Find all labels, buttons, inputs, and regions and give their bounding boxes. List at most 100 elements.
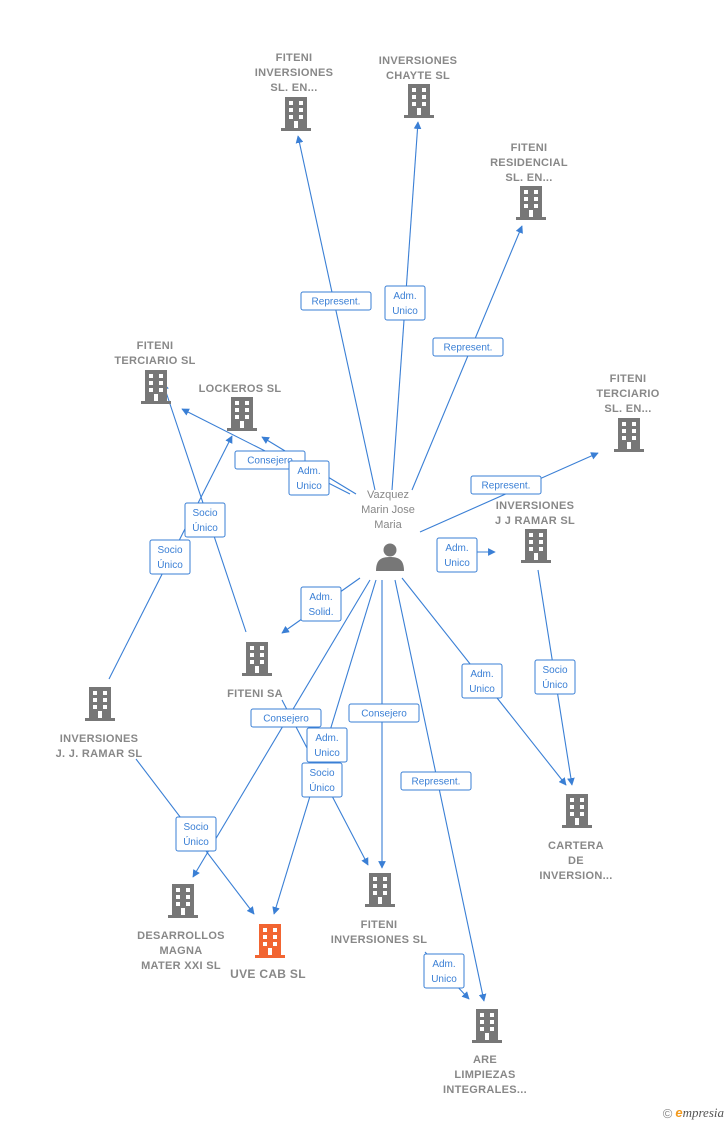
edge-label-text: Represent. (444, 343, 493, 354)
edge-label-text: Unico (444, 558, 470, 569)
person-label: Marin Jose (361, 504, 415, 516)
edge-label-text: Socio (542, 665, 567, 676)
edge-label-text: Único (157, 558, 183, 571)
company-label: TERCIARIO SL (114, 355, 195, 367)
edge-label-text: Único (192, 521, 218, 534)
edge-label-text: Consejero (361, 709, 407, 720)
company-label: SL. EN... (604, 403, 651, 415)
company-label: INVERSIONES SL (331, 934, 428, 946)
building-icon (227, 397, 257, 431)
company-label: CHAYTE SL (386, 70, 450, 82)
building-icon (614, 418, 644, 452)
company-node-lockeros[interactable]: LOCKEROS SL (199, 383, 282, 431)
edge-label[interactable]: Adm.Unico (384, 285, 426, 321)
edge (411, 225, 523, 491)
edge-label-text: Socio (157, 545, 182, 556)
edge (192, 579, 371, 878)
company-node-uve-cab[interactable]: UVE CAB SL (230, 924, 306, 981)
edge-label-text: Adm. (297, 466, 320, 477)
edge-label[interactable]: Represent. (432, 337, 504, 357)
edge-label-text: Represent. (312, 297, 361, 308)
edge-label[interactable]: Consejero (234, 450, 306, 470)
building-icon (281, 97, 311, 131)
edge-label-text: Socio (183, 822, 208, 833)
edge-label[interactable]: Adm. Unico (436, 537, 478, 573)
company-label: INVERSIONES (255, 67, 334, 79)
edge-label-text: Unico (296, 481, 322, 492)
building-icon (516, 186, 546, 220)
edge-label-text: Único (309, 781, 335, 794)
company-node-are-limpiezas[interactable]: ARELIMPIEZASINTEGRALES... (443, 1009, 527, 1096)
edge-label-text: Socio (192, 508, 217, 519)
edge (295, 135, 376, 491)
edge-label-text: Consejero (247, 456, 293, 467)
footer: © empresia (663, 1105, 724, 1121)
edge-label-text: Adm. (470, 669, 493, 680)
company-label: LOCKEROS SL (199, 383, 282, 395)
building-icon (255, 924, 285, 958)
person-label: Vazquez (367, 489, 409, 501)
edge-label-text: Solid. (308, 607, 333, 618)
edge-label-text: Unico (314, 748, 340, 759)
company-node-fiteni-terciario-en[interactable]: FITENI TERCIARIO SL. EN... (596, 373, 659, 452)
company-label: TERCIARIO (596, 388, 659, 400)
edge-label-text: Unico (392, 306, 418, 317)
edge-label-text: Unico (431, 974, 457, 985)
building-icon (365, 873, 395, 907)
building-icon (141, 370, 171, 404)
company-label: UVE CAB SL (230, 967, 306, 981)
edge-label[interactable]: Adm. Solid. (300, 586, 342, 622)
building-icon (562, 794, 592, 828)
company-label: MAGNA (159, 945, 202, 957)
company-label: FITENI SA (227, 688, 283, 700)
edge-label[interactable]: Consejero (250, 708, 322, 728)
edge-label[interactable]: Represent. (470, 475, 542, 495)
edge-line (295, 135, 376, 491)
company-label: RESIDENCIAL (490, 157, 568, 169)
edge-label[interactable]: Adm. Unico (288, 460, 330, 496)
brand-logo: empresia (675, 1105, 724, 1120)
company-label: INVERSIONES (60, 733, 139, 745)
edge-label-text: Consejero (263, 714, 309, 725)
building-icon (472, 1009, 502, 1043)
edge-label[interactable]: Adm.Unico (306, 727, 348, 763)
edge-label-text: Socio (309, 768, 334, 779)
edge-label-text: Adm. (309, 592, 332, 603)
person-icon (376, 543, 404, 571)
edge-label[interactable]: Represent. (300, 291, 372, 311)
building-icon (404, 84, 434, 118)
edge-label-text: Adm. (445, 543, 468, 554)
company-label: INVERSIONES (496, 500, 575, 512)
edge-line (192, 579, 371, 878)
company-label: FITENI (610, 373, 647, 385)
company-label: J. J. RAMAR SL (56, 748, 143, 760)
edge-label[interactable]: Represent. (400, 771, 472, 791)
edge-label-text: Único (183, 835, 209, 848)
company-label: FITENI (361, 919, 398, 931)
edge-label[interactable]: Consejero (348, 703, 420, 723)
edge-label-text: Represent. (482, 481, 531, 492)
company-node-cartera-de-inversion[interactable]: CARTERADEINVERSION... (539, 794, 612, 882)
edge-label[interactable]: Adm.Unico (423, 953, 465, 989)
company-node-fiteni-sa[interactable]: FITENI SA (227, 642, 283, 700)
company-node-inversiones-j-j-ramar[interactable]: INVERSIONES J. J. RAMAR SL (56, 687, 143, 760)
edge-label-text: Unico (469, 684, 495, 695)
company-label: SL. EN... (505, 172, 552, 184)
edges-layer: Represent.Adm.UnicoRepresent.Represent.C… (108, 121, 599, 1002)
company-node-fiteni-inversiones-sl[interactable]: FITENI INVERSIONES SL (331, 873, 428, 946)
edge-label[interactable]: Adm. Unico (461, 663, 503, 699)
